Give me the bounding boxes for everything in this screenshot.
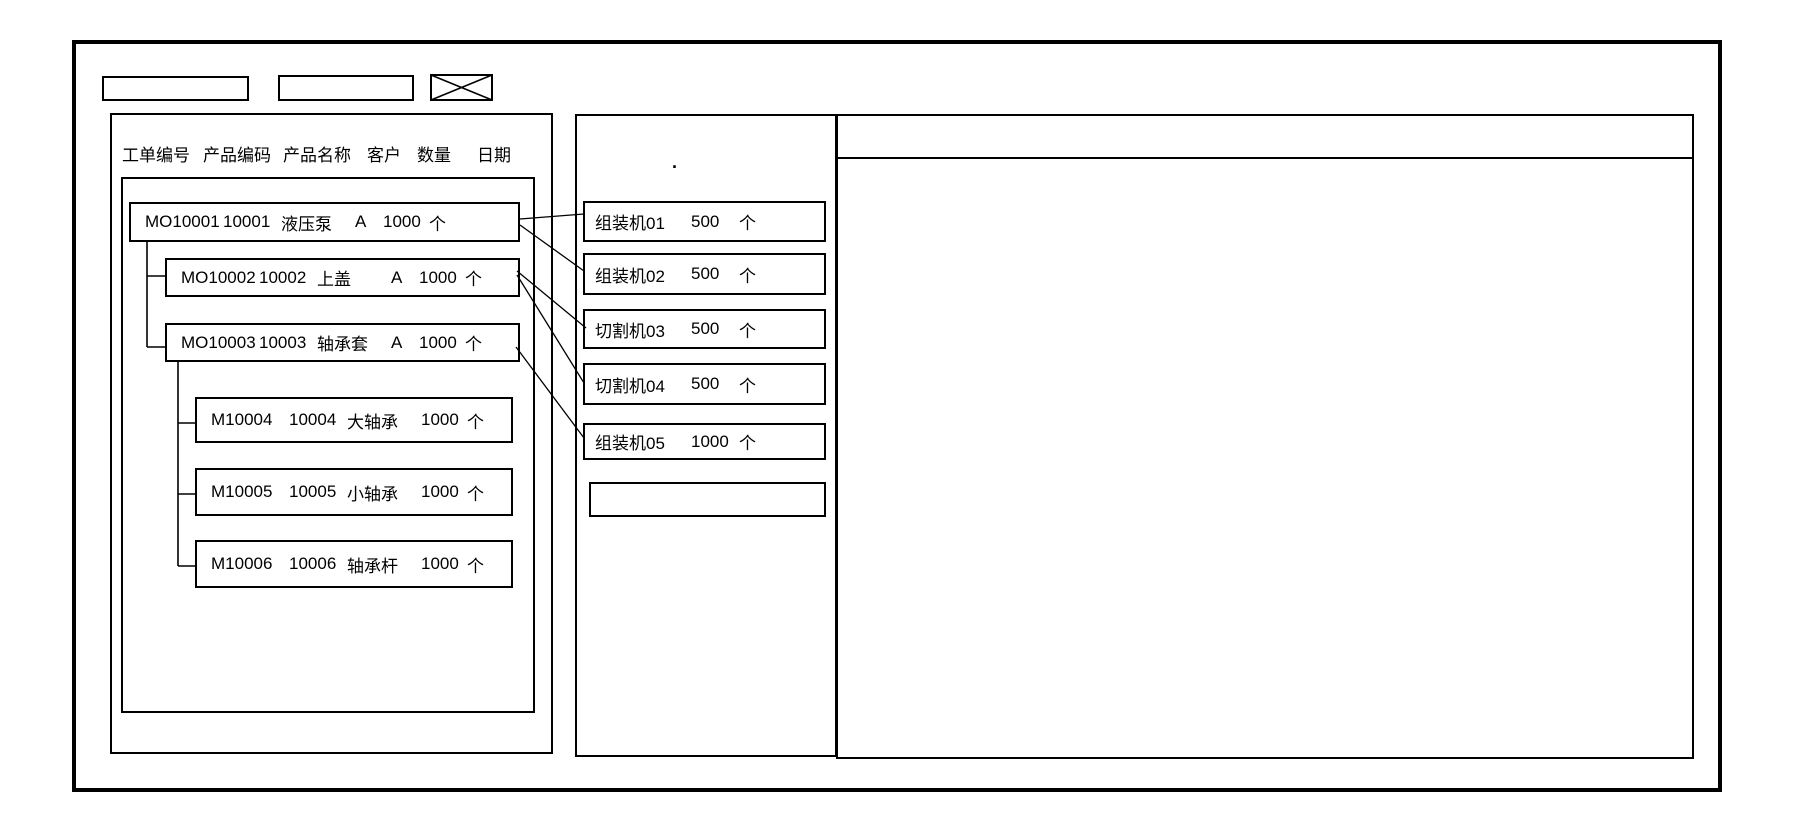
customer: A — [355, 212, 367, 231]
column-header-customer: 客户 — [367, 146, 401, 165]
unit: 个 — [739, 321, 756, 341]
quantity: 1000 — [421, 554, 459, 573]
product-name: 轴承杆 — [347, 556, 398, 576]
quantity: 1000 — [419, 267, 457, 287]
work-order-node-m10004[interactable]: M10004 10004 大轴承 1000 个 — [195, 397, 513, 443]
detail-panel — [836, 114, 1694, 759]
machine-name: 组装机02 — [595, 266, 665, 286]
column-header-qty: 数量 — [417, 146, 451, 165]
unit: 个 — [465, 335, 482, 354]
machine-name: 切割机03 — [595, 321, 665, 341]
wo-number: M10005 — [211, 482, 273, 501]
product-name: 液压泵 — [281, 214, 332, 234]
close-icon[interactable] — [430, 74, 493, 101]
wo-number: MO10003 — [181, 332, 256, 352]
column-header-date: 日期 — [477, 146, 511, 165]
product-name: 轴承套 — [317, 335, 368, 354]
unit: 个 — [467, 484, 484, 504]
unit: 个 — [465, 270, 482, 289]
unit: 个 — [467, 556, 484, 576]
column-header-wo: 工单编号 — [122, 146, 190, 165]
unit: 个 — [739, 434, 756, 453]
work-order-node-m10006[interactable]: M10006 10006 轴承杆 1000 个 — [195, 540, 513, 588]
machine-name: 组装机05 — [595, 434, 665, 453]
wo-number: MO10001 — [145, 212, 220, 231]
wo-number: MO10002 — [181, 267, 256, 287]
wo-number: M10006 — [211, 554, 273, 573]
machine-qty: 500 — [691, 319, 720, 338]
product-code: 10005 — [289, 482, 337, 501]
quantity: 1000 — [421, 482, 459, 501]
product-name: 大轴承 — [347, 412, 398, 432]
machine-qty: 1000 — [691, 431, 729, 451]
unit: 个 — [739, 376, 756, 396]
unit: 个 — [467, 412, 484, 432]
stray-dot-mark: . — [672, 152, 678, 172]
machine-box-qiegeji04[interactable]: 切割机04 500 个 — [583, 363, 826, 405]
machine-box-zhuangji05[interactable]: 组装机05 1000 个 — [583, 423, 826, 460]
toolbar-field-1[interactable] — [102, 76, 249, 101]
crossed-box-icon — [430, 74, 493, 101]
work-order-node-mo10003[interactable]: MO10003 10003 轴承套 A 1000 个 — [165, 323, 520, 362]
machine-qty: 500 — [691, 374, 720, 393]
unit: 个 — [739, 214, 756, 233]
wo-number: M10004 — [211, 410, 273, 429]
customer: A — [391, 267, 403, 287]
toolbar-field-2[interactable] — [278, 75, 414, 101]
machine-box-qiegeji03[interactable]: 切割机03 500 个 — [583, 309, 826, 349]
machine-box-zhuangji01[interactable]: 组装机01 500 个 — [583, 201, 826, 242]
customer: A — [391, 332, 403, 352]
column-header-code: 产品编码 — [203, 146, 271, 165]
product-name: 上盖 — [317, 270, 351, 289]
product-code: 10003 — [259, 332, 307, 352]
unit: 个 — [739, 266, 756, 286]
machine-box-empty[interactable] — [589, 482, 826, 517]
detail-header-divider-line — [836, 157, 1694, 159]
machine-qty: 500 — [691, 211, 720, 231]
work-order-node-mo10002[interactable]: MO10002 10002 上盖 A 1000 个 — [165, 258, 520, 297]
work-order-node-m10005[interactable]: M10005 10005 小轴承 1000 个 — [195, 468, 513, 516]
quantity: 1000 — [383, 212, 421, 231]
machine-box-zhuangji02[interactable]: 组装机02 500 个 — [583, 253, 826, 295]
product-code: 10002 — [259, 267, 307, 287]
work-order-node-mo10001[interactable]: MO10001 10001 液压泵 A 1000 个 — [129, 202, 520, 242]
order-tree-container — [121, 177, 535, 713]
quantity: 1000 — [421, 410, 459, 429]
unit: 个 — [429, 214, 446, 234]
product-code: 10004 — [289, 410, 337, 429]
machine-name: 组装机01 — [595, 214, 665, 233]
product-code: 10001 — [223, 212, 271, 231]
product-name: 小轴承 — [347, 484, 398, 504]
product-code: 10006 — [289, 554, 337, 573]
quantity: 1000 — [419, 332, 457, 352]
machine-name: 切割机04 — [595, 376, 665, 396]
column-header-name: 产品名称 — [283, 146, 351, 165]
machine-qty: 500 — [691, 264, 720, 283]
